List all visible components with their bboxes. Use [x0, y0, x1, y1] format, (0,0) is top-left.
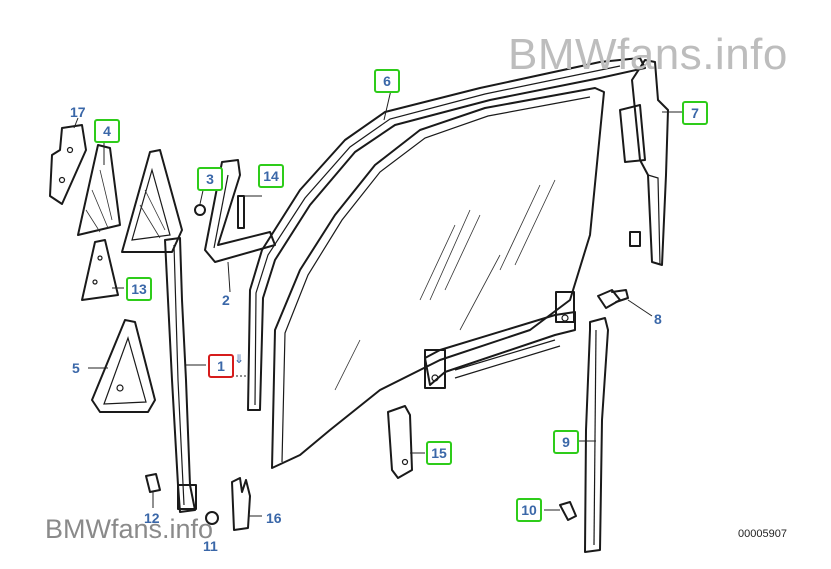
quarter-glass-seal — [88, 319, 156, 413]
callout-7[interactable]: 7 — [682, 101, 708, 125]
rear-guide-rail — [619, 59, 669, 266]
bolt-10 — [544, 501, 577, 521]
callout-1[interactable]: 1 — [208, 354, 234, 378]
watermark-top: BMWfans.info — [508, 30, 788, 79]
callout-14[interactable]: 14 — [258, 164, 284, 188]
bracket-15 — [387, 405, 425, 479]
callout-12[interactable]: 12 — [144, 510, 160, 526]
callout-2[interactable]: 2 — [222, 292, 230, 308]
callout-16[interactable]: 16 — [266, 510, 282, 526]
leader-6 — [383, 89, 392, 121]
window-frame-seal — [247, 57, 646, 411]
regulator-rail — [424, 291, 576, 389]
callout-9[interactable]: 9 — [553, 430, 579, 454]
window-glass — [271, 87, 605, 469]
front-guide-rail — [164, 237, 248, 513]
callout-8[interactable]: 8 — [654, 311, 662, 327]
callout-6[interactable]: 6 — [374, 69, 400, 93]
pin-14 — [237, 195, 262, 229]
seal-2 — [204, 159, 276, 293]
plate-13 — [81, 239, 124, 301]
callout-3[interactable]: 3 — [197, 167, 223, 191]
bolt-8 — [597, 289, 653, 317]
callout-5[interactable]: 5 — [72, 360, 80, 376]
plate-16 — [231, 477, 262, 531]
callout-4[interactable]: 4 — [94, 119, 120, 143]
quarter-window-frame — [121, 149, 183, 253]
screw-12 — [145, 473, 161, 508]
watermark-bottom: BMWfans.info — [45, 514, 214, 544]
callout-11[interactable]: 11 — [203, 538, 218, 554]
arrow-indicator: ⇓ — [234, 352, 245, 366]
callout-10[interactable]: 10 — [516, 498, 542, 522]
callout-13[interactable]: 13 — [126, 277, 152, 301]
callout-17[interactable]: 17 — [70, 104, 86, 120]
lower-guide-rail — [576, 317, 609, 553]
hinge-bracket — [49, 117, 87, 205]
diagram-id: 00005907 — [738, 528, 787, 540]
quarter-glass-small — [77, 144, 121, 236]
callout-15[interactable]: 15 — [426, 441, 452, 465]
nut-11 — [205, 511, 219, 525]
